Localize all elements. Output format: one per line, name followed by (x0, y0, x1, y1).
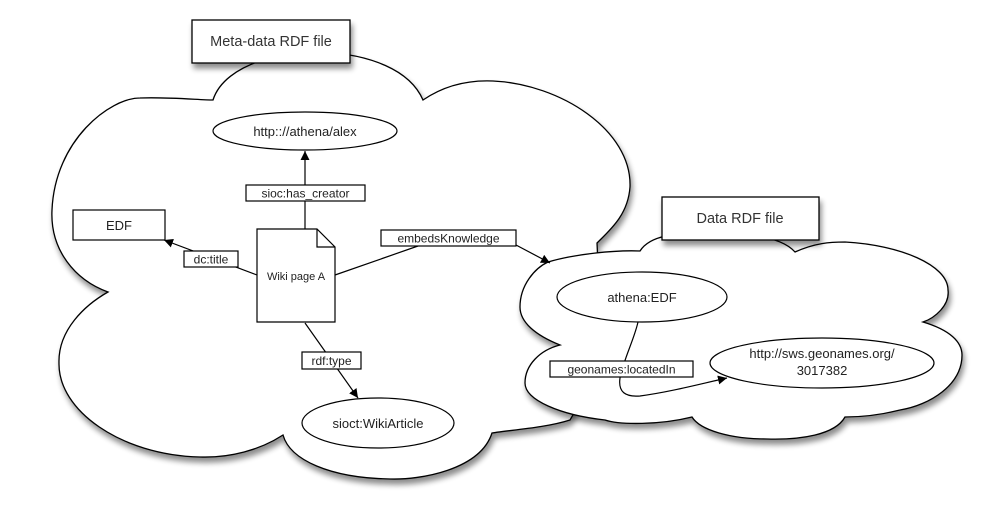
svg-text:3017382: 3017382 (797, 363, 848, 378)
edge-label-dc-title: dc:title (183, 250, 239, 268)
svg-text:EDF: EDF (106, 218, 132, 233)
node-title-literal: EDF (72, 209, 166, 241)
svg-text:dc:title: dc:title (194, 253, 229, 267)
edge-located-in-line (619, 321, 728, 397)
node-athena-edf: athena:EDF (556, 271, 728, 323)
node-type: sioct:WikiArticle (301, 397, 455, 449)
svg-text:sioc:has_creator: sioc:has_creator (261, 187, 349, 201)
svg-text:Data RDF file: Data RDF file (696, 211, 783, 227)
edge-label-embeds-knowledge: embedsKnowledge (380, 229, 517, 247)
edge-label-rdf-type: rdf:type (301, 351, 362, 370)
svg-text:Meta-data RDF file: Meta-data RDF file (210, 34, 332, 50)
node-creator: http:://athena/alex (212, 111, 398, 151)
svg-text:sioct:WikiArticle: sioct:WikiArticle (332, 416, 423, 431)
svg-text:rdf:type: rdf:type (311, 354, 351, 368)
metadata-cloud (51, 51, 631, 480)
document-icon (256, 228, 336, 323)
data-file-label: Data RDF file (661, 196, 820, 241)
node-wiki-page: Wiki page A (256, 228, 336, 323)
svg-text:embedsKnowledge: embedsKnowledge (397, 232, 499, 246)
svg-text:http:://athena/alex: http:://athena/alex (253, 124, 357, 139)
metadata-file-label: Meta-data RDF file (191, 19, 351, 64)
edge-embeds-knowledge-arrow (515, 244, 551, 264)
node-geonames: http://sws.geonames.org/ 3017382 (709, 337, 935, 389)
data-cloud (519, 233, 963, 440)
edge-label-has-creator: sioc:has_creator (245, 184, 366, 202)
svg-text:http://sws.geonames.org/: http://sws.geonames.org/ (749, 346, 895, 361)
edge-embeds-knowledge-line (334, 245, 419, 276)
edge-label-located-in: geonames:locatedIn (549, 360, 694, 378)
svg-text:geonames:locatedIn: geonames:locatedIn (567, 363, 675, 377)
svg-text:athena:EDF: athena:EDF (607, 290, 676, 305)
svg-text:Wiki page A: Wiki page A (267, 271, 326, 283)
